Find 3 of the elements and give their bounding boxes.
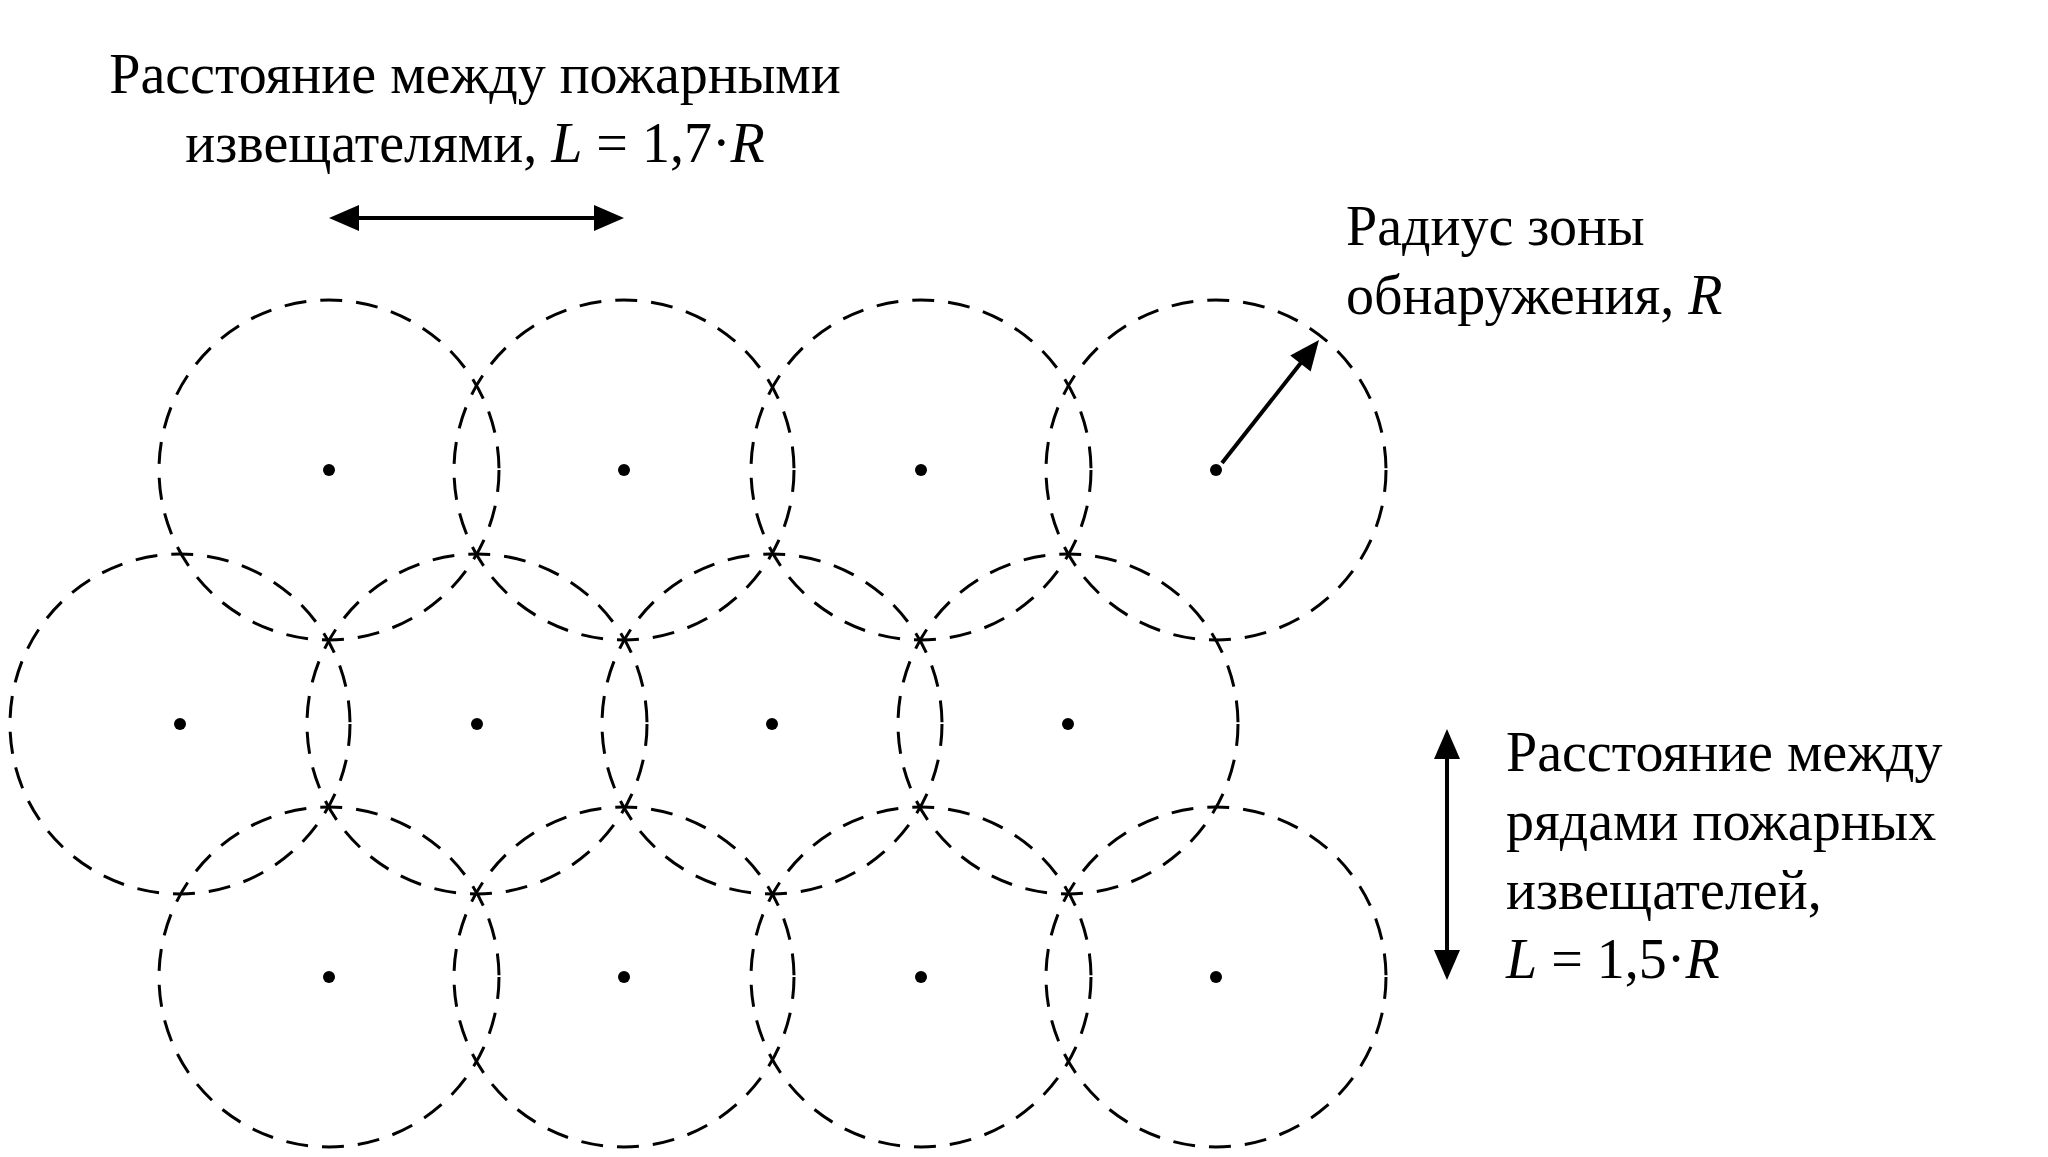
dimension-label: Расстояние между пожарными извещателями, L = 1,7·R: [108, 42, 842, 176]
dimension-label: Радиус зоны обнаружения, R: [1346, 194, 1724, 328]
dimension-label: Расстояние между рядами пожарных извещателей, L = 1,5·R: [1506, 720, 1944, 992]
